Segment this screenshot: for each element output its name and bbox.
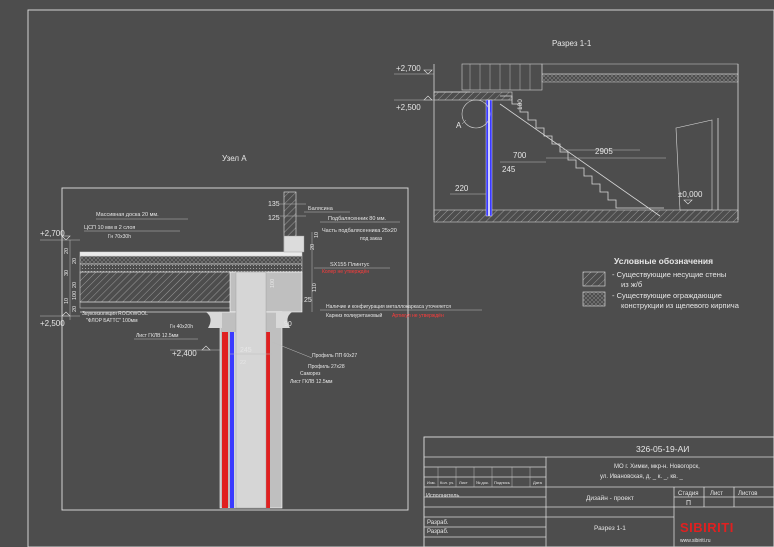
- sheet-frame: [27, 9, 774, 547]
- section-title: Разрез 1-1: [552, 39, 592, 48]
- node-dim-left-2: 20: [72, 258, 78, 264]
- section-level-zero: ±0,000: [678, 190, 703, 199]
- stamp-executor: Исполнитель: [426, 493, 459, 499]
- node-dim-wall-2: 22: [240, 360, 246, 366]
- section-dim-700: 700: [513, 151, 527, 160]
- label-gklv: Лист ГКЛВ 12.5мм: [136, 333, 179, 339]
- node-dim-top-1: 135: [268, 201, 280, 208]
- stamp-stage-col: Стадия: [678, 491, 698, 497]
- section-level-top: +2,700: [396, 64, 421, 73]
- stamp-drawing: Разрез 1-1: [594, 525, 626, 532]
- label-profile-1: Профиль ПП 60х27: [312, 353, 357, 359]
- title-block: 326-05-19-АИ МО г. Химки, мкр-н. Новогор…: [423, 436, 774, 547]
- stamp-dev-2: Разраб.: [427, 529, 449, 535]
- label-baluster: Балясина: [308, 206, 334, 212]
- label-stringer-2: Часть подбалясенника 25х20: [322, 228, 397, 234]
- label-note-1: Наличие и конфигурация металлокаркаса ут…: [326, 304, 451, 310]
- node-dim-right-2: 20: [310, 244, 316, 250]
- label-plinth-note: Колер не утверждён: [322, 269, 369, 275]
- label-soundproof-2: "ФЛОР БАТТС" 100мм: [86, 318, 138, 324]
- legend-title: Условные обозначения: [614, 256, 713, 266]
- node-dim-slab: 100: [270, 279, 276, 288]
- brand-logo: SIBIRITI: [680, 520, 734, 535]
- node-level-top: +2,700: [40, 229, 65, 238]
- node-dim-right-5: 90: [284, 321, 292, 328]
- node-a: Узел А +2,700 +2,500 +2,400: [40, 154, 482, 511]
- node-level-mid: +2,500: [40, 319, 65, 328]
- stamp-head-col-2: Кол. уч.: [440, 480, 454, 485]
- node-frame: [61, 187, 409, 511]
- legend-item2-line1: - Существующие ограждающие: [612, 291, 722, 300]
- section-1-1: Разрез 1-1 А +2,700: [394, 39, 739, 223]
- node-dim-wall: 245: [240, 347, 252, 354]
- label-gn1: Гн 70х30h: [108, 234, 131, 240]
- label-gn2: Гн 40х20h: [170, 324, 193, 330]
- stamp-head-col-1: Изм.: [427, 480, 436, 485]
- section-dim-245: 245: [502, 165, 516, 174]
- stamp-project: Дизайн - проект: [586, 494, 634, 502]
- node-dim-left-1: 20: [64, 248, 70, 254]
- label-gklv-2: Лист ГКЛВ 12.5мм: [290, 379, 333, 385]
- node-dim-left-3: 30: [64, 270, 70, 276]
- section-dim-100: 100: [517, 99, 524, 110]
- label-soundproof-1: Звукоизоляция ROCKWOOL: [82, 311, 148, 317]
- stamp-code: 326-05-19-АИ: [636, 444, 689, 454]
- stamp-head-col-4: № док.: [476, 480, 489, 485]
- node-dim-right-4: 25: [304, 297, 312, 304]
- label-note-2-red: Артикул не утверждён: [392, 313, 444, 319]
- node-dim-top-2: 125: [268, 215, 280, 222]
- label-massive-board: Массивная доска 20 мм.: [96, 212, 159, 218]
- stamp-sheet-col: Лист: [710, 491, 723, 497]
- legend-swatch-brick: [582, 291, 606, 307]
- stamp-head-col-6: Дата: [533, 480, 543, 485]
- label-profile-2: Профиль 27х28: [308, 364, 345, 370]
- section-callout: А: [456, 121, 462, 130]
- stamp-head-col-5: Подпись: [494, 480, 510, 485]
- stamp-address-1: МО г. Химки, мкр-н. Новогорск,: [614, 464, 700, 470]
- node-dim-right-1: 10: [314, 232, 320, 238]
- node-dim-left-5: 100: [72, 291, 78, 300]
- stamp-address-2: ул. Ивановская, д. _ к. _, кв. _: [600, 474, 684, 480]
- node-dim-left-6: 10: [64, 298, 70, 304]
- stamp-sheets-col: Листов: [738, 491, 758, 497]
- label-note-2: Карниз полиуретановый: [326, 312, 382, 319]
- legend: Условные обозначения - Существующие несу…: [582, 256, 740, 310]
- node-title: Узел А: [222, 154, 247, 163]
- label-stringer-3: под заказ: [360, 236, 383, 242]
- label-csp: ЦСП 10 мм в 2 слоя: [84, 225, 135, 231]
- section-level-mid: +2,500: [396, 103, 421, 112]
- node-dim-right-3: 110: [312, 283, 318, 292]
- section-dim-2905: 2905: [595, 147, 613, 156]
- node-level-low: +2,400: [172, 349, 197, 358]
- label-stringer-1: Подбалясенник 80 мм.: [328, 216, 386, 222]
- brand-site: www.sibiriti.ru: [680, 538, 711, 544]
- label-screw: Саморез: [300, 371, 321, 377]
- legend-item1-line2: из ж/б: [621, 280, 642, 289]
- stamp-stage: П: [686, 500, 691, 507]
- stamp-dev-1: Разраб.: [427, 520, 449, 526]
- legend-item1-line1: - Существующие несущие стены: [612, 270, 726, 279]
- label-plinth: SX155 Плинтус: [330, 262, 370, 268]
- stamp-head-col-3: Лист: [459, 480, 468, 485]
- node-dim-left-4: 20: [72, 282, 78, 288]
- legend-swatch-concrete: [582, 271, 606, 287]
- legend-item2-line2: конструкции из щелевого кирпича: [621, 301, 740, 310]
- section-dim-220: 220: [455, 184, 469, 193]
- node-dim-left-7: 20: [72, 306, 78, 312]
